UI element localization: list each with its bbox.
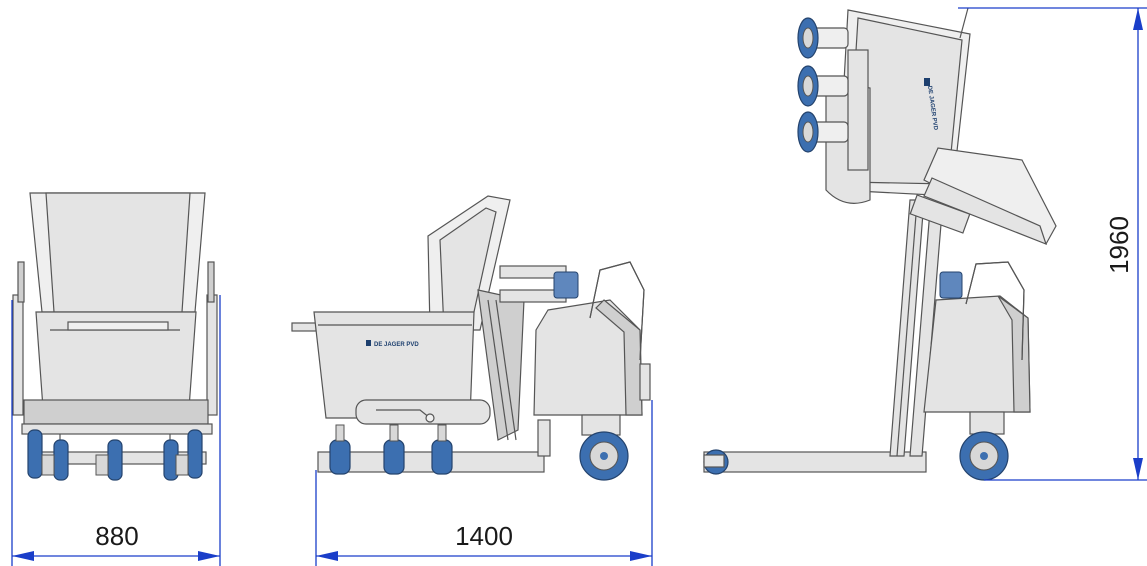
- raised-wheels: [797, 17, 849, 153]
- width-dimension: 880: [11, 295, 221, 566]
- height-dimension: 1960: [958, 7, 1147, 481]
- width-dimension-label: 880: [95, 521, 138, 551]
- raised-view: DE JAGER PVD: [703, 7, 1147, 481]
- front-wheel: [27, 429, 203, 481]
- side-view-logo: DE JAGER PVD: [374, 342, 419, 348]
- side-wheels: [329, 424, 629, 481]
- side-view: DE JAGER PVD: [291, 195, 653, 566]
- length-dimension-label: 1400: [455, 521, 513, 551]
- height-dimension-label: 1960: [1104, 216, 1134, 274]
- length-dimension: 1400: [315, 400, 653, 566]
- front-view: 880: [11, 192, 221, 566]
